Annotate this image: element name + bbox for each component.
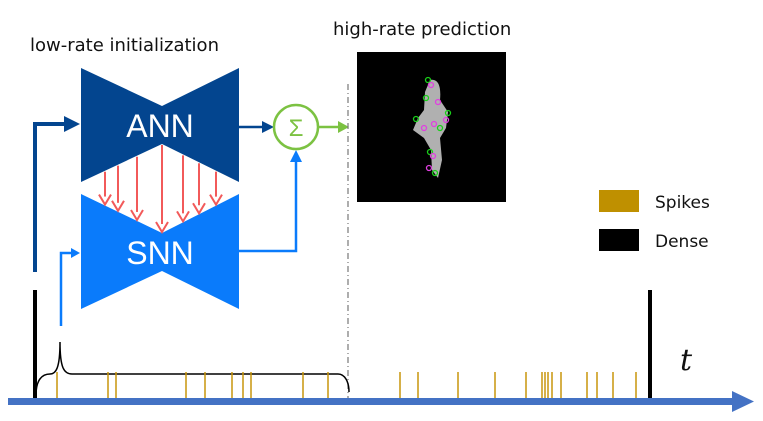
title-low-rate: low-rate initialization xyxy=(30,35,219,56)
snn-block xyxy=(81,194,239,309)
sigma-icon: Σ xyxy=(289,115,304,142)
legend-spikes-label: Spikes xyxy=(655,193,710,213)
transfer-arrowhead-icon xyxy=(155,221,169,234)
time-axis xyxy=(8,398,736,405)
transfer-arrowhead-icon xyxy=(130,209,144,222)
transfer-arrowhead-icon xyxy=(98,194,112,207)
sum-output-arrowhead-icon xyxy=(338,121,349,133)
snn-label: SNN xyxy=(126,235,194,271)
snn-output-arrowhead-icon xyxy=(290,150,302,162)
ann-output-arrowhead-icon xyxy=(262,121,274,133)
transfer-arrowhead-icon xyxy=(176,210,190,224)
time-axis-label: t xyxy=(680,343,693,378)
transfer-arrowhead-icon xyxy=(192,202,206,216)
window-brace xyxy=(35,341,350,396)
snn-output-line xyxy=(239,160,298,253)
ann-input-line xyxy=(33,122,66,272)
transfer-arrowhead-icon xyxy=(111,200,125,213)
snn-input-arrowhead-icon xyxy=(71,248,80,258)
time-axis-arrowhead-icon xyxy=(732,391,754,412)
legend-spikes-swatch xyxy=(599,190,639,212)
legend-dense-swatch xyxy=(599,229,639,251)
transfer-arrowhead-icon xyxy=(209,194,223,207)
ann-block xyxy=(81,68,239,182)
legend-dense-label: Dense xyxy=(655,232,709,252)
snn-input-line xyxy=(59,251,72,326)
title-high-rate: high-rate prediction xyxy=(333,19,511,40)
dense-frame-start xyxy=(33,290,37,401)
ann-label: ANN xyxy=(126,108,194,144)
ann-input-arrowhead-icon xyxy=(64,116,80,132)
spike-train xyxy=(56,372,637,398)
dense-frame-end xyxy=(648,290,652,401)
knowledge-transfer-arrows xyxy=(98,145,223,234)
prediction-image xyxy=(357,52,506,202)
